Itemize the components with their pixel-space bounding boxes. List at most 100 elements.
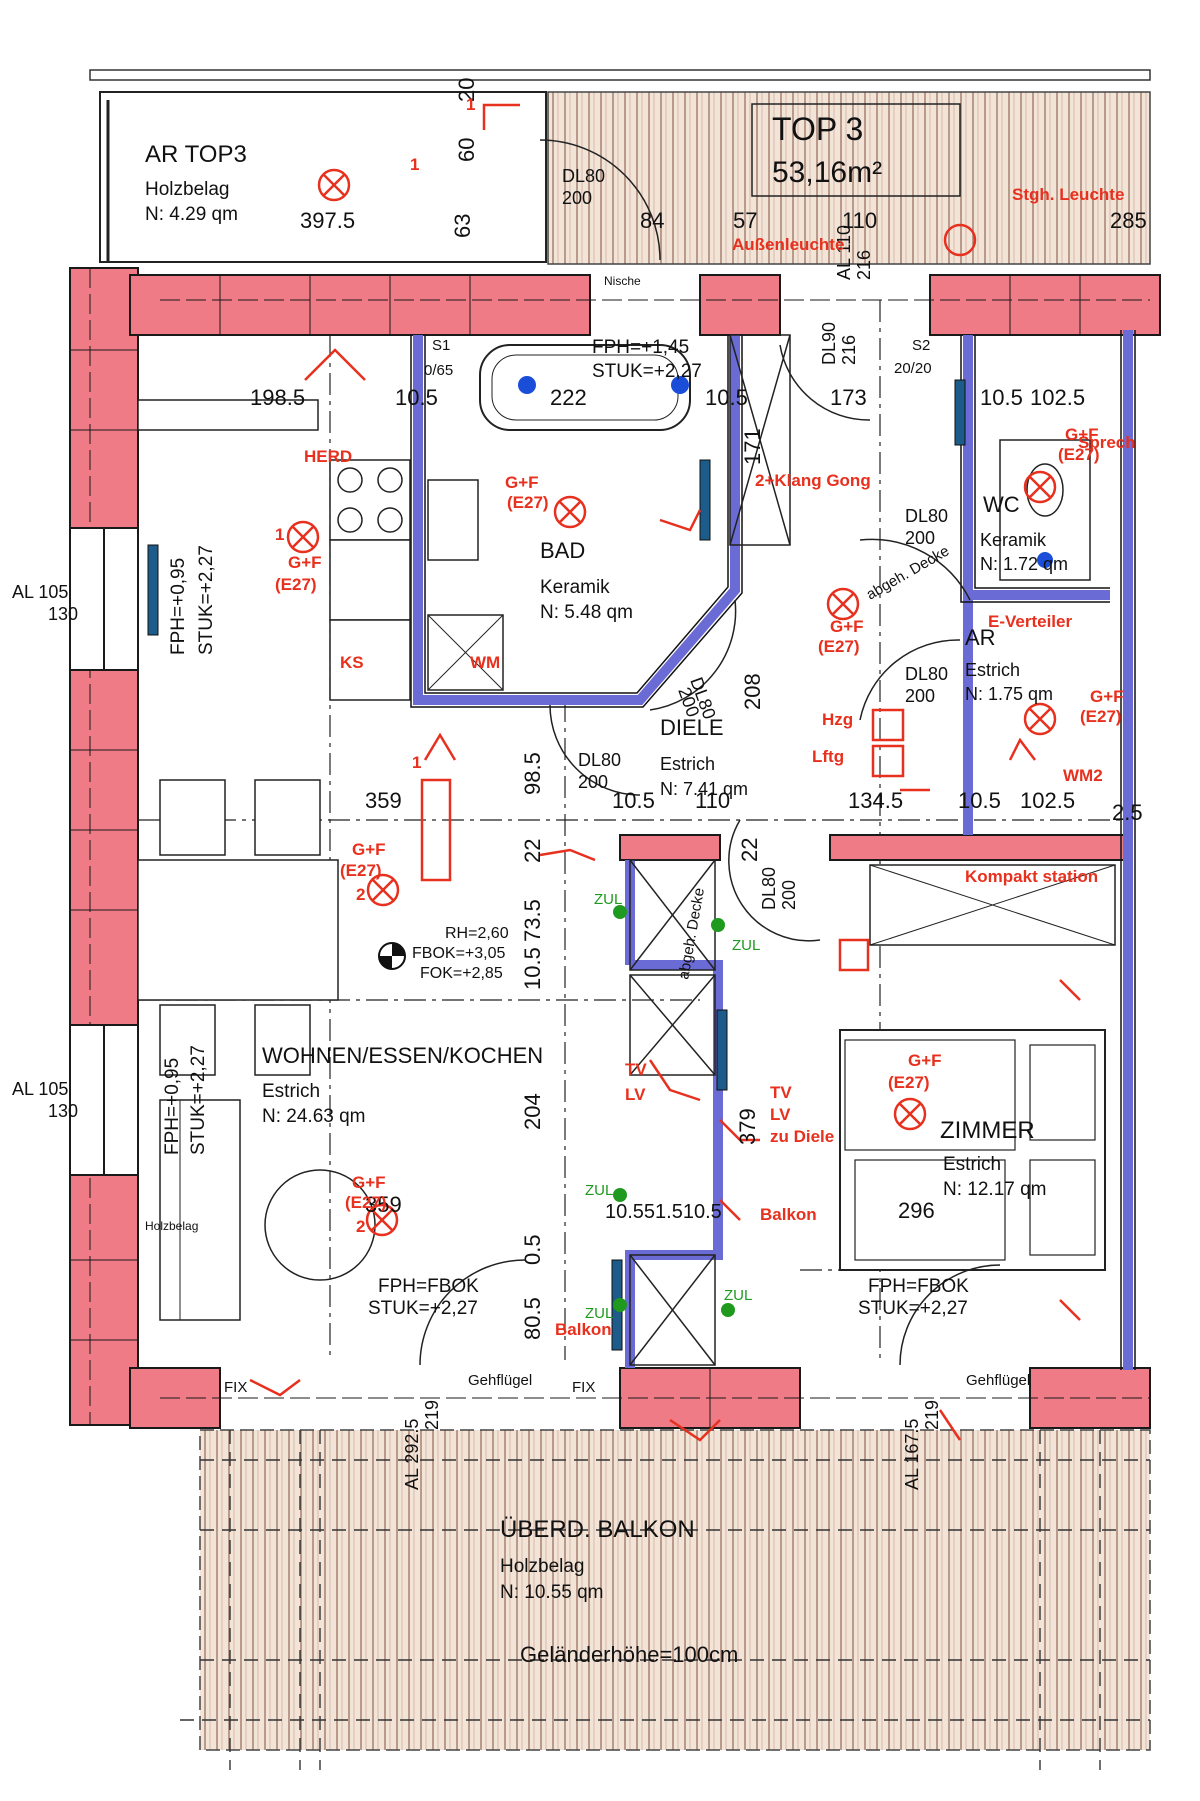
height-note: STUK=+2,27 — [196, 545, 217, 655]
room-name: ÜBERD. BALKON — [500, 1516, 695, 1543]
room-floor: Estrich — [965, 660, 1020, 680]
misc-label: FIX — [572, 1379, 595, 1396]
dim: 204 — [520, 1093, 545, 1130]
dim: 98.5 — [520, 752, 545, 795]
dim: 80.5 — [520, 1297, 545, 1340]
room-floor: Holzbelag — [145, 179, 230, 200]
room-area: N: 1.72 qm — [980, 554, 1068, 574]
dim: 359 — [365, 1192, 402, 1217]
dim: 208 — [740, 673, 765, 710]
door-tag: 219 — [422, 1400, 442, 1430]
room-area: N: 1.75 qm — [965, 684, 1053, 704]
room-ar-top3: AR TOP3 Holzbelag N: 4.29 qm — [145, 141, 247, 225]
door-swings — [419, 139, 1001, 1366]
elec-label: Lftg — [812, 747, 844, 766]
room-ar: AR Estrich N: 1.75 qm — [965, 625, 1053, 704]
elec-label: Stgh. Leuchte — [1012, 185, 1124, 204]
elec-label: Sprech — [1078, 433, 1136, 452]
dim: 2.5 — [1112, 800, 1143, 825]
exterior-walls — [69, 267, 1161, 1429]
height-note: STUK=+2,27 — [188, 1045, 209, 1155]
dim: 10.5 — [520, 947, 545, 990]
elec-label: G+F — [352, 840, 386, 859]
room-area: N: 10.55 qm — [500, 1582, 604, 1603]
door-tag: 200 — [562, 188, 592, 208]
elec-label: LV — [770, 1105, 791, 1124]
room-area: N: 7.41 qm — [660, 779, 748, 799]
door-tag: AL 105 — [12, 1079, 68, 1099]
elec-label: 1 — [410, 155, 419, 174]
elec-label: zu Diele — [770, 1127, 834, 1146]
balkon-deck — [199, 1429, 1151, 1751]
dim: 222 — [550, 385, 587, 410]
elec-label: (E27) — [818, 637, 860, 656]
height-note: FPH=+0,95 — [162, 1058, 183, 1155]
elec-label: WM — [470, 653, 500, 672]
dim: 102.5 — [1030, 385, 1085, 410]
dim: 110 — [695, 788, 730, 813]
door-tag: DL80 — [905, 664, 948, 684]
elec-label: 2 — [356, 885, 365, 904]
dim: 10.551.510.5 — [605, 1201, 722, 1223]
dim: 10.5 — [958, 788, 1001, 813]
dim: 22 — [737, 838, 762, 862]
misc-label: 20/20 — [894, 360, 932, 377]
dim: 110 — [842, 208, 877, 233]
top-title: TOP 3 — [772, 111, 863, 147]
dim: 10.5 — [705, 385, 748, 410]
room-name: AR — [965, 625, 996, 650]
kitchen-counter — [137, 399, 411, 1076]
door-tag: 200 — [779, 880, 799, 910]
room-name: DIELE — [660, 715, 724, 740]
top-terrace-deck — [547, 91, 1151, 265]
elec-label: Balkon — [555, 1320, 612, 1339]
dim: 10.5 — [980, 385, 1023, 410]
elec-label: Außenleuchte — [732, 235, 844, 254]
top-area: 53,16m² — [772, 156, 882, 189]
dim: 102.5 — [1020, 788, 1075, 813]
elec-label: 2+Klang Gong — [755, 471, 871, 490]
dim: 60 — [454, 138, 479, 162]
room-name: WOHNEN/ESSEN/KOCHEN — [262, 1043, 543, 1068]
room-wohnen: WOHNEN/ESSEN/KOCHEN Estrich N: 24.63 qm — [262, 1043, 543, 1127]
misc-label: S2 — [912, 337, 930, 354]
room-floor: Estrich — [660, 754, 715, 774]
stove — [337, 467, 403, 533]
dim: 171 — [740, 428, 765, 465]
height-note: FPH=+1,45 — [592, 337, 689, 358]
room-name: AR TOP3 — [145, 141, 247, 168]
height-notes: FPH=+1,45 STUK=+2,27 FPH=+0,95 STUK=+2,2… — [162, 337, 969, 1319]
elec-label: Kompakt station — [965, 867, 1098, 886]
electric-labels: HERD G+F (E27) 1 G+F (E27) KS WM G+F (E2… — [275, 95, 1136, 1339]
sofa — [159, 1099, 241, 1321]
dim: 198.5 — [250, 385, 305, 410]
door-tag: 216 — [839, 335, 859, 365]
misc-label: Gehflügel — [966, 1372, 1030, 1389]
elec-label: 1 — [412, 753, 421, 772]
height-note: STUK=+2,27 — [368, 1298, 478, 1319]
misc-label: 0/65 — [424, 362, 453, 379]
door-tag: 200 — [905, 528, 935, 548]
height-note: RH=2,60 — [445, 925, 509, 942]
dim: 397.5 — [300, 208, 355, 233]
height-note: FPH=+0,95 — [168, 558, 189, 655]
door-tag: DL80 — [578, 750, 621, 770]
elec-label: G+F — [505, 473, 539, 492]
dim: 57 — [733, 208, 757, 233]
dimension-labels: 397.5 63 60 20 84 57 110 285 198.5 10.5 … — [250, 78, 1147, 1340]
room-area: N: 24.63 qm — [262, 1106, 366, 1127]
height-note: FBOK=+3,05 — [412, 945, 505, 962]
door-tag: 200 — [578, 772, 608, 792]
dim: 359 — [365, 788, 402, 813]
elec-label: (E27) — [888, 1073, 930, 1092]
dim: 10.5 — [612, 788, 655, 813]
door-tag: 219 — [922, 1400, 942, 1430]
elec-label: G+F — [1090, 687, 1124, 706]
room-area: N: 5.48 qm — [540, 602, 633, 623]
dim: 134.5 — [848, 788, 903, 813]
elec-label: G+F — [1065, 425, 1099, 444]
room-floor: Estrich — [262, 1081, 320, 1102]
elec-label: HERD — [304, 447, 352, 466]
room-bad: BAD Keramik N: 5.48 qm — [540, 538, 633, 623]
door-tag: DL80 — [759, 867, 779, 910]
